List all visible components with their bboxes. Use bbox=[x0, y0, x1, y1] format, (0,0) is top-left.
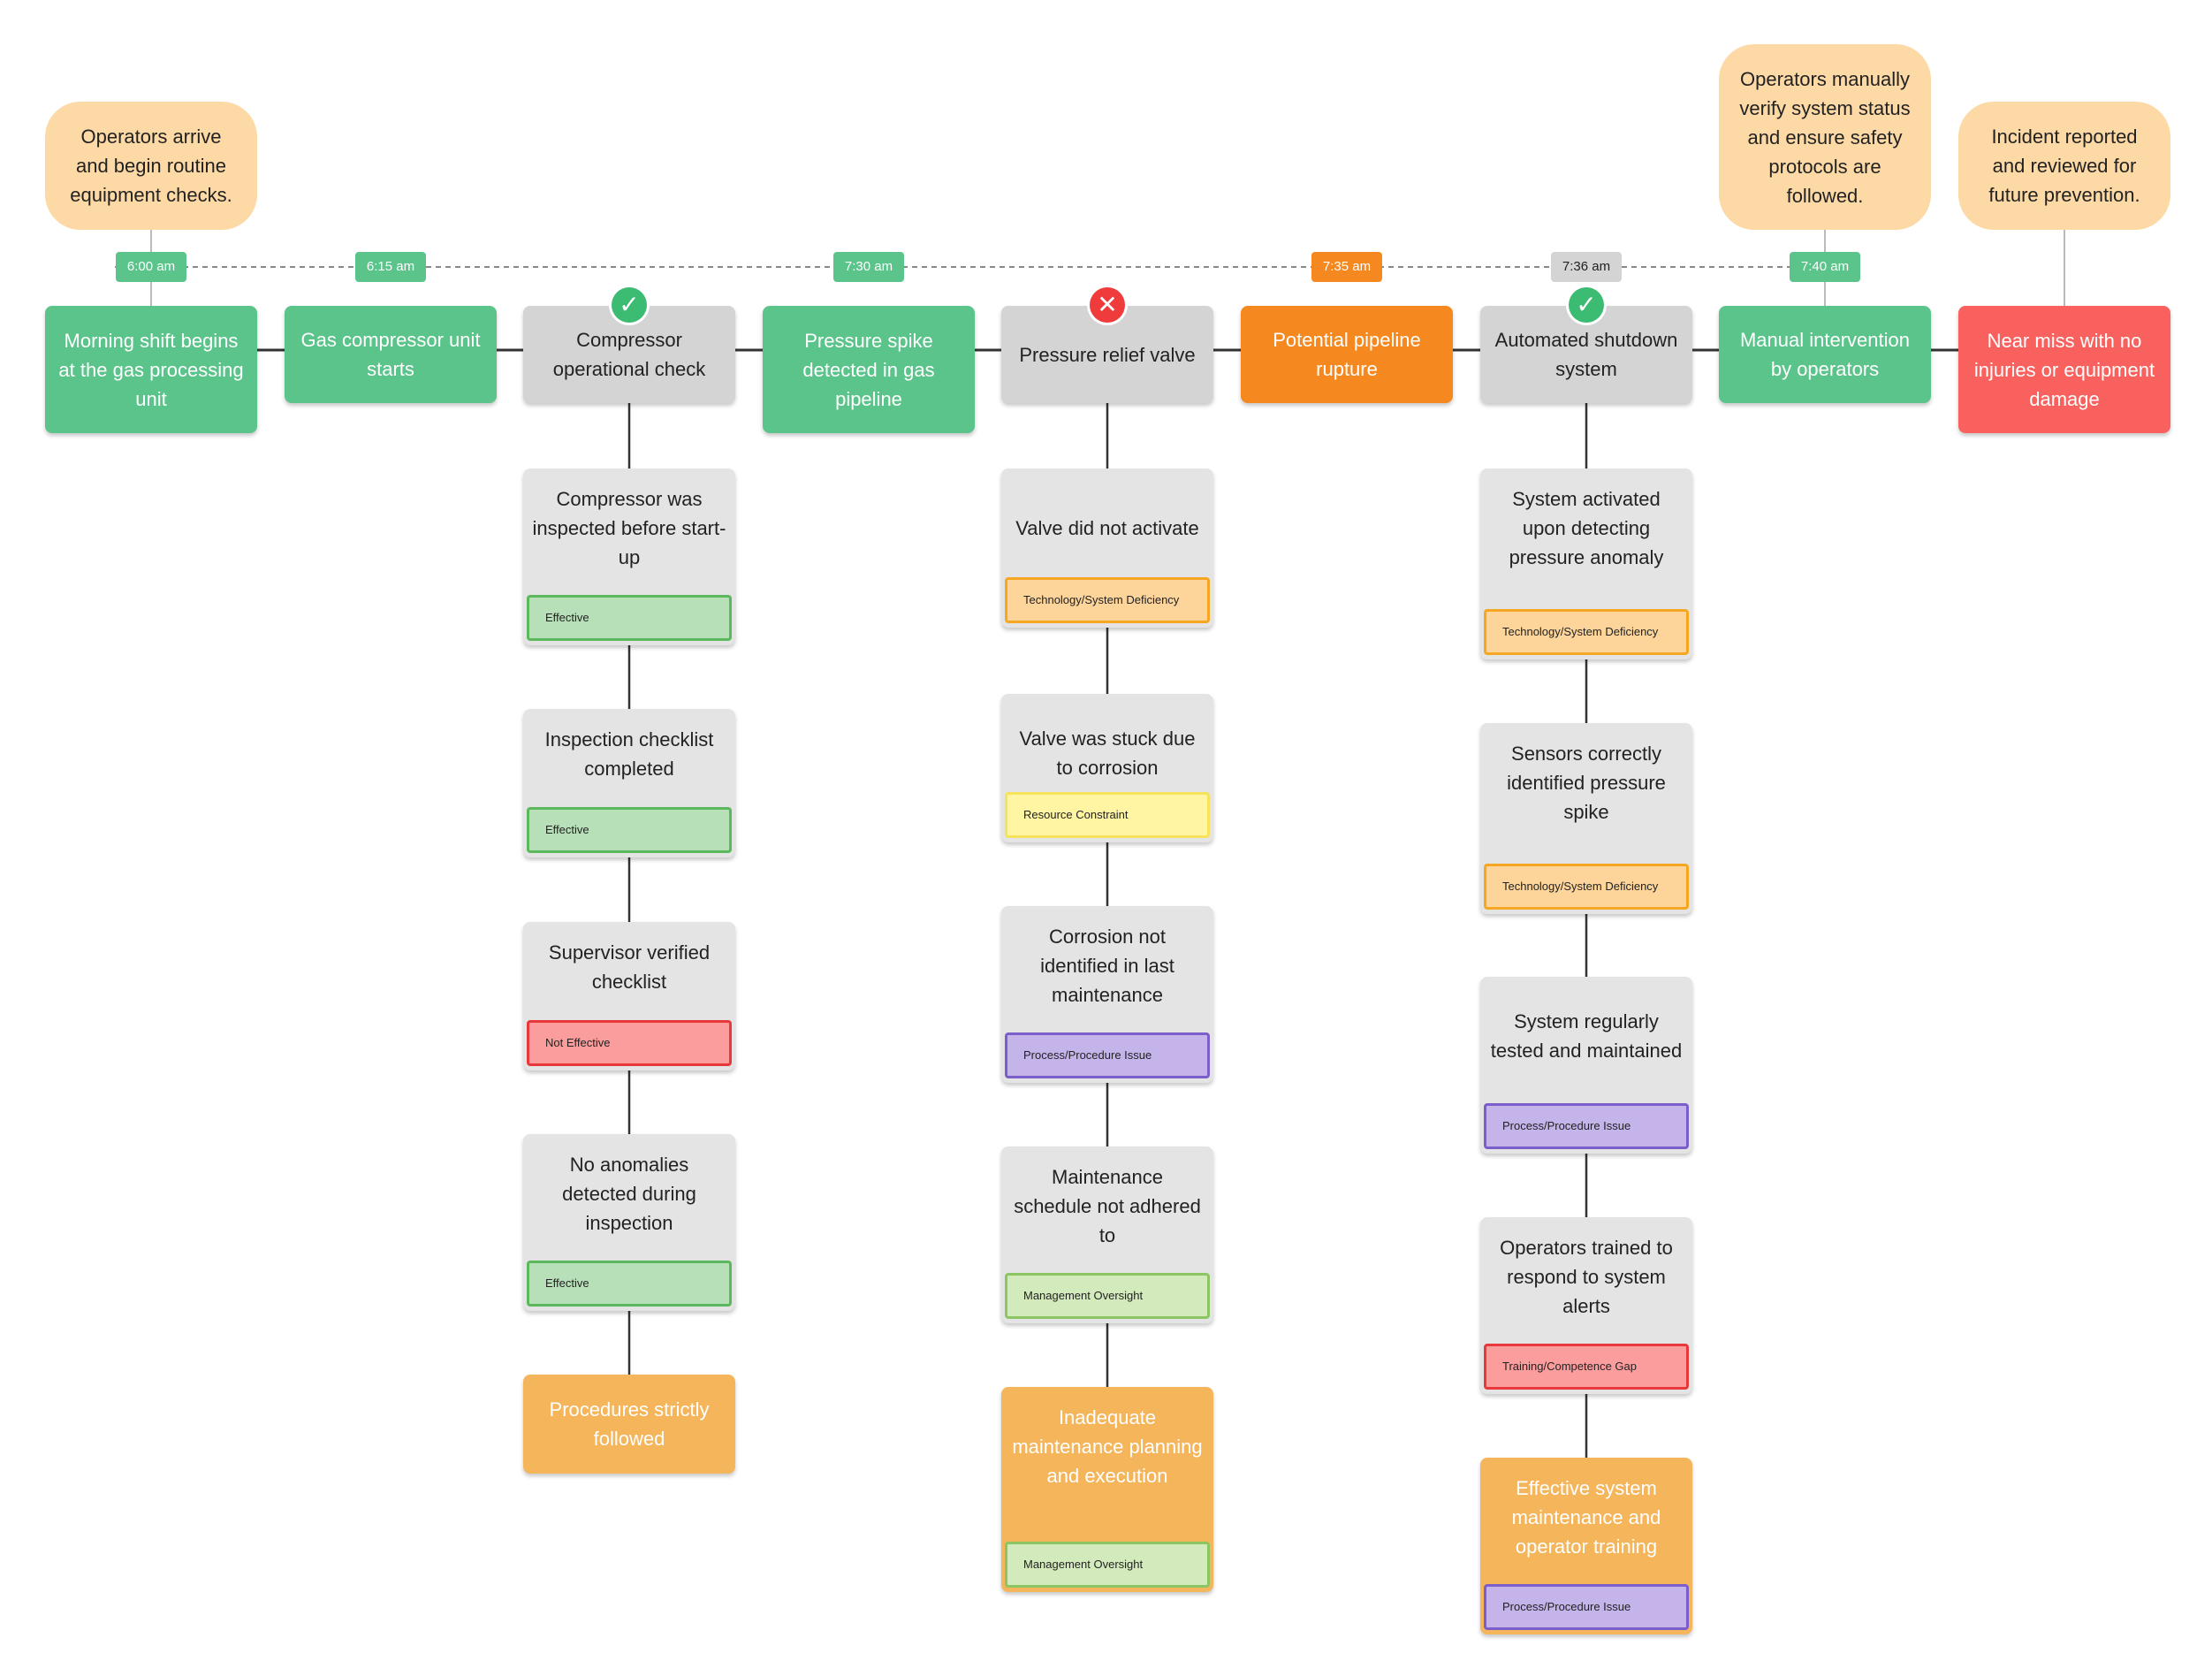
time-label: 7:40 am bbox=[1790, 252, 1860, 282]
factor-tag: Not Effective bbox=[527, 1020, 732, 1066]
x-icon: ✕ bbox=[1090, 287, 1125, 323]
check-icon: ✓ bbox=[1569, 287, 1604, 323]
factor-tag: Process/Procedure Issue bbox=[1484, 1103, 1689, 1149]
event-card[interactable]: Gas compressor unit starts bbox=[285, 306, 497, 403]
event-card[interactable]: Pressure spike detected in gas pipeline bbox=[763, 306, 975, 433]
event-label: Potential pipeline rupture bbox=[1273, 329, 1421, 380]
factor-text: Valve did not activate bbox=[1015, 516, 1199, 539]
event-label: Pressure relief valve bbox=[1019, 343, 1196, 366]
factor-text: Sensors correctly identified pressure sp… bbox=[1507, 742, 1666, 823]
factor-card[interactable]: Compressor was inspected before start-up… bbox=[523, 469, 735, 645]
time-label: 6:15 am bbox=[355, 252, 426, 282]
note-bubble: Operators arrive and begin routine equip… bbox=[45, 102, 257, 230]
event-card[interactable]: Near miss with no injuries or equipment … bbox=[1958, 306, 2170, 433]
factor-text: System activated upon detecting pressure… bbox=[1509, 487, 1664, 568]
factor-tag: Effective bbox=[527, 807, 732, 853]
factor-text: Operators trained to respond to system a… bbox=[1500, 1236, 1673, 1317]
event-label: Gas compressor unit starts bbox=[300, 329, 481, 380]
factor-text: Maintenance schedule not adhered to bbox=[1014, 1165, 1201, 1246]
time-label: 7:35 am bbox=[1311, 252, 1382, 282]
factor-tag: Effective bbox=[527, 595, 732, 641]
time-label: 7:30 am bbox=[833, 252, 904, 282]
check-icon: ✓ bbox=[612, 287, 647, 323]
conclusion-tag: Management Oversight bbox=[1005, 1542, 1210, 1588]
time-label: 6:00 am bbox=[116, 252, 186, 282]
event-label: Morning shift begins at the gas processi… bbox=[58, 329, 244, 410]
factor-text: Corrosion not identified in last mainten… bbox=[1040, 925, 1174, 1006]
event-label: Compressor operational check bbox=[552, 329, 706, 380]
factor-text: System regularly tested and maintained bbox=[1490, 1010, 1683, 1062]
event-label: Manual intervention by operators bbox=[1739, 329, 1910, 380]
factor-text: Valve was stuck due to corrosion bbox=[1019, 728, 1196, 779]
factor-card[interactable]: Maintenance schedule not adhered to Manag… bbox=[1001, 1147, 1213, 1323]
event-label: Near miss with no injuries or equipment … bbox=[1973, 329, 2155, 410]
factor-tag: Technology/System Deficiency bbox=[1005, 577, 1210, 623]
factor-tag: Technology/System Deficiency bbox=[1484, 609, 1689, 655]
factor-tag: Resource Constraint bbox=[1005, 792, 1210, 838]
factor-tag: Technology/System Deficiency bbox=[1484, 864, 1689, 910]
factor-text: Supervisor verified checklist bbox=[548, 941, 711, 993]
factor-text: No anomalies detected during inspection bbox=[562, 1153, 696, 1234]
event-label: Automated shutdown system bbox=[1494, 329, 1678, 380]
factor-card[interactable]: Corrosion not identified in last mainten… bbox=[1001, 906, 1213, 1083]
factor-card[interactable]: System activated upon detecting pressure… bbox=[1480, 469, 1692, 659]
factor-text: Inspection checklist completed bbox=[544, 728, 714, 780]
conclusion-card[interactable]: Effective system maintenance and operato… bbox=[1480, 1458, 1692, 1634]
factor-tag: Effective bbox=[527, 1261, 732, 1307]
conclusion-tag: Process/Procedure Issue bbox=[1484, 1584, 1689, 1630]
factor-card[interactable]: Sensors correctly identified pressure sp… bbox=[1480, 723, 1692, 914]
event-card[interactable]: Automated shutdown system bbox=[1480, 306, 1692, 403]
conclusion-text: Effective system maintenance and operato… bbox=[1511, 1476, 1661, 1558]
note-bubble: Incident reported and reviewed for futur… bbox=[1958, 102, 2170, 230]
conclusion-text: Inadequate maintenance planning and exec… bbox=[1012, 1406, 1203, 1487]
event-card[interactable]: Manual intervention by operators bbox=[1719, 306, 1931, 403]
factor-text: Compressor was inspected before start-up bbox=[532, 487, 726, 568]
conclusion-card[interactable]: Procedures strictly followed bbox=[523, 1375, 735, 1474]
conclusion-text: Procedures strictly followed bbox=[549, 1398, 710, 1450]
event-card[interactable]: Morning shift begins at the gas processi… bbox=[45, 306, 257, 433]
conclusion-card[interactable]: Inadequate maintenance planning and exec… bbox=[1001, 1387, 1213, 1592]
event-card[interactable]: Potential pipeline rupture bbox=[1241, 306, 1453, 403]
factor-tag: Process/Procedure Issue bbox=[1005, 1032, 1210, 1078]
factor-tag: Management Oversight bbox=[1005, 1273, 1210, 1319]
note-bubble: Operators manually verify system status … bbox=[1719, 44, 1931, 230]
time-label: 7:36 am bbox=[1551, 252, 1622, 282]
factor-tag: Training/Competence Gap bbox=[1484, 1344, 1689, 1390]
event-label: Pressure spike detected in gas pipeline bbox=[802, 329, 935, 410]
factor-card[interactable]: Operators trained to respond to system a… bbox=[1480, 1217, 1692, 1394]
